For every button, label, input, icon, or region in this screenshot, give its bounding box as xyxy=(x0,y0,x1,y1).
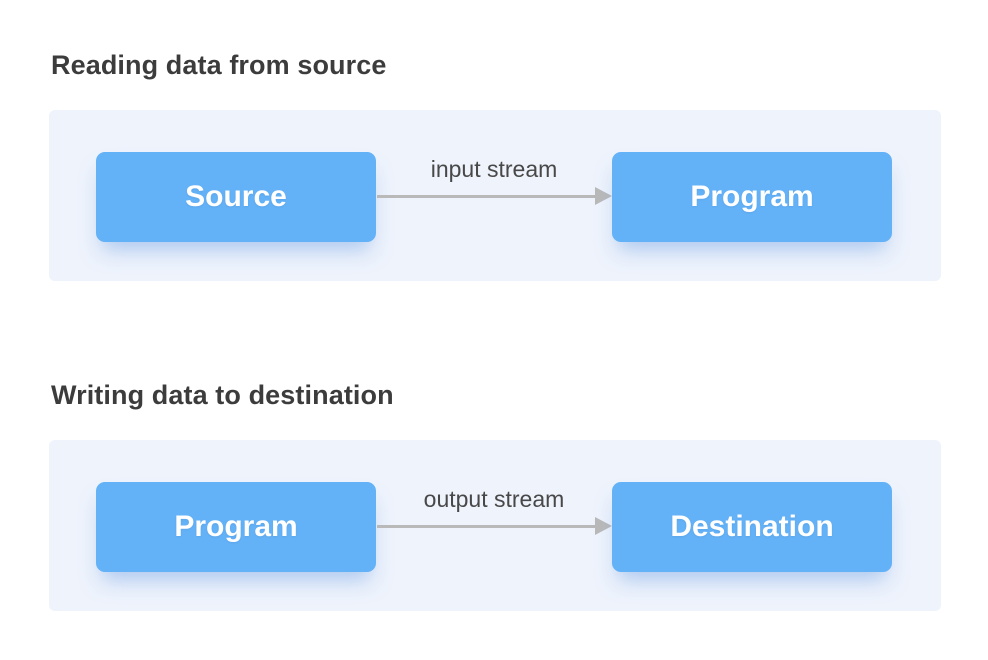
flow-connector: output stream xyxy=(376,440,612,611)
arrow-right-icon xyxy=(595,517,612,535)
diagram-panel: Program output stream Destination xyxy=(49,440,941,611)
diagram-panel: Source input stream Program xyxy=(49,110,941,281)
section-heading: Writing data to destination xyxy=(51,380,394,410)
section-writing-to-destination: Writing data to destination Program outp… xyxy=(0,330,988,660)
flow-connector: input stream xyxy=(376,110,612,281)
program-node: Program xyxy=(612,152,892,242)
arrow-line xyxy=(377,525,596,528)
stream-label: output stream xyxy=(423,486,565,512)
source-node: Source xyxy=(96,152,376,242)
program-node: Program xyxy=(96,482,376,572)
section-reading-from-source: Reading data from source Source input st… xyxy=(49,50,941,281)
arrow-right-icon xyxy=(595,187,612,205)
arrow-line xyxy=(377,195,596,198)
destination-node: Destination xyxy=(612,482,892,572)
section-heading: Reading data from source xyxy=(51,50,387,80)
stream-label: input stream xyxy=(430,156,558,182)
